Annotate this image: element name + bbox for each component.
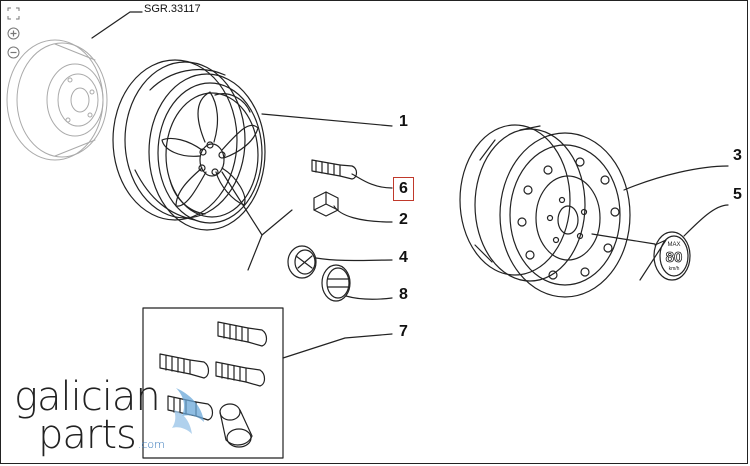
wheel-bolt-drawing — [311, 159, 358, 180]
zoom-out-icon — [7, 46, 20, 59]
watermark-line-1: galician — [14, 374, 161, 420]
callout-3[interactable]: 3 — [733, 147, 742, 164]
zoom-in-icon — [7, 27, 20, 40]
galicianparts-watermark: galician parts.com — [14, 374, 165, 455]
reference-leader — [91, 11, 143, 39]
callout-8[interactable]: 8 — [399, 286, 408, 303]
badge-pointer — [591, 233, 656, 245]
bolt-kit-box — [142, 307, 284, 459]
watermark-line-2: parts — [38, 412, 137, 458]
fit-screen-button[interactable] — [6, 6, 21, 21]
diagram-reference: SGR.33117 — [144, 3, 201, 15]
badge-top-text: MAX — [667, 242, 680, 248]
galicianparts-logo-mark — [172, 388, 204, 434]
callout-6-highlighted[interactable]: 6 — [393, 177, 414, 201]
callout-4[interactable]: 4 — [399, 249, 408, 266]
leader-1 — [261, 113, 393, 127]
callout-1[interactable]: 1 — [399, 113, 408, 130]
hub-cap-drawing — [287, 245, 317, 279]
zoom-out-button[interactable] — [6, 45, 21, 60]
leader-3 — [623, 165, 729, 191]
leader-2 — [333, 205, 393, 223]
speed-badge-drawing — [653, 231, 691, 281]
leader-4 — [315, 257, 393, 262]
callout-2[interactable]: 2 — [399, 211, 408, 228]
bolt-kit-drawing — [159, 321, 268, 448]
zoom-in-button[interactable] — [6, 26, 21, 41]
steel-wheel-drawing — [459, 124, 631, 298]
badge-unit-text: km/h — [669, 266, 680, 272]
emblem-drawing — [321, 264, 351, 302]
wheel-section-line-2 — [261, 209, 293, 236]
callout-7[interactable]: 7 — [399, 323, 408, 340]
leader-6 — [351, 173, 393, 189]
leader-7 — [282, 333, 393, 359]
fit-screen-icon — [7, 7, 20, 20]
watermark-suffix: .com — [137, 438, 165, 451]
wheel-nut-drawing — [313, 191, 339, 217]
alloy-wheel-drawing — [112, 59, 266, 231]
leader-8 — [345, 295, 393, 300]
leader-5 — [683, 204, 729, 237]
badge-number-text: 80 — [666, 249, 683, 266]
callout-5[interactable]: 5 — [733, 186, 742, 203]
brake-disc-drawing — [6, 39, 108, 161]
